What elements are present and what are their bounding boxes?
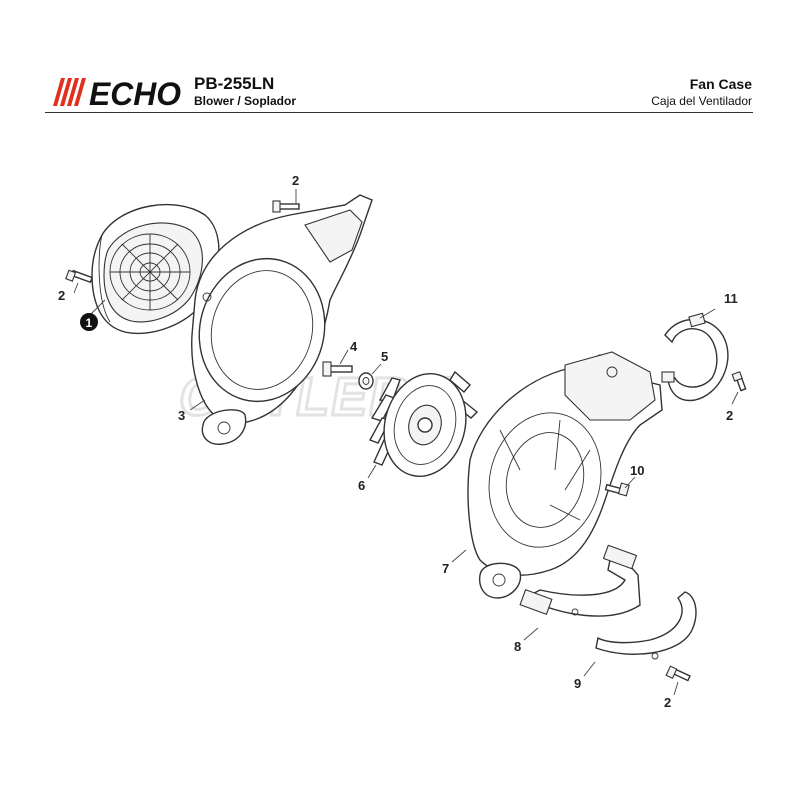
part-8-handle-bracket[interactable] <box>519 544 641 617</box>
part-10-screw[interactable] <box>604 482 630 497</box>
part-2-screw-b[interactable] <box>272 200 300 213</box>
header-divider <box>45 112 753 113</box>
model-subtitle: Blower / Soplador <box>194 94 297 108</box>
part-9-handle[interactable] <box>595 591 697 660</box>
callout-5: 5 <box>381 349 388 364</box>
callout-2-right: 2 <box>726 408 733 423</box>
part-4-bolt[interactable] <box>322 361 353 377</box>
callout-1-badge <box>80 313 98 331</box>
callout-9: 9 <box>574 676 581 691</box>
logo-wordmark: ECHO <box>89 76 181 110</box>
callout-10: 10 <box>630 463 644 478</box>
part-1-fan-cover[interactable] <box>91 203 220 335</box>
callout-2-left: 2 <box>58 288 65 303</box>
section-title-es: Caja del Ventilador <box>651 94 752 108</box>
callouts: 2 1 2 3 4 5 6 2 11 2 10 7 8 9 <box>58 173 738 710</box>
part-2-screw-a[interactable] <box>65 269 93 284</box>
callout-2-bottom: 2 <box>664 695 671 710</box>
part-5-washer[interactable] <box>358 372 374 390</box>
echo-logo: ECHO <box>53 76 181 110</box>
callout-2-top: 2 <box>292 173 299 188</box>
callout-4: 4 <box>350 339 358 354</box>
callout-7: 7 <box>442 561 449 576</box>
part-11-clamp[interactable] <box>661 312 729 402</box>
callout-1: 1 <box>86 316 93 330</box>
model-number: PB-255LN <box>194 74 275 93</box>
leader-lines <box>73 189 739 696</box>
logo-stripes <box>53 78 86 106</box>
part-6-fan[interactable] <box>368 364 479 485</box>
part-2-screw-c[interactable] <box>731 371 747 392</box>
callout-8: 8 <box>514 639 521 654</box>
part-3-fan-case[interactable] <box>183 194 373 445</box>
callout-11: 11 <box>724 291 738 306</box>
callout-6: 6 <box>358 478 365 493</box>
part-7-rear-case[interactable] <box>467 351 663 599</box>
section-title: Fan Case <box>689 76 752 92</box>
callout-3: 3 <box>178 408 185 423</box>
part-2-screw-d[interactable] <box>665 665 691 682</box>
